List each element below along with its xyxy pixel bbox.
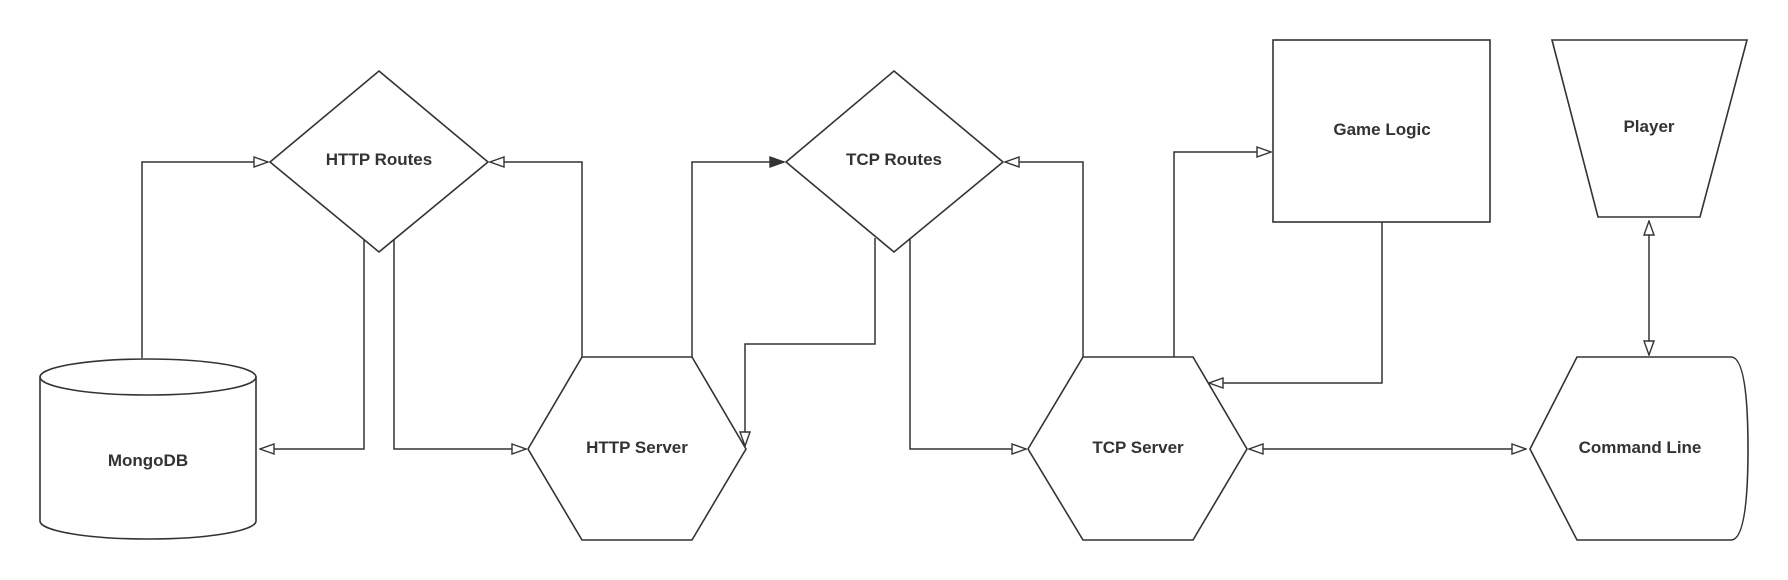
mongodb-label: MongoDB bbox=[108, 451, 188, 470]
edge-game-logic-to-tcp-server bbox=[1209, 222, 1383, 383]
tcp-server-label: TCP Server bbox=[1092, 438, 1184, 457]
game-logic-label: Game Logic bbox=[1333, 120, 1430, 139]
command-line-node: Command Line bbox=[1529, 356, 1749, 541]
edge-http-server-to-http-routes bbox=[490, 162, 583, 357]
http-routes-node: HTTP Routes bbox=[268, 69, 490, 254]
edge-mongodb-to-http-routes bbox=[141, 162, 268, 358]
edges bbox=[141, 152, 1649, 449]
tcp-server-node: TCP Server bbox=[1027, 356, 1248, 541]
edge-tcp-routes-to-tcp-server bbox=[909, 238, 1026, 449]
http-server-node: HTTP Server bbox=[527, 356, 747, 541]
command-line-label: Command Line bbox=[1579, 438, 1702, 457]
player-label: Player bbox=[1623, 117, 1674, 136]
http-routes-label: HTTP Routes bbox=[326, 150, 432, 169]
http-server-label: HTTP Server bbox=[586, 438, 688, 457]
edge-http-server-to-tcp-routes bbox=[691, 162, 784, 357]
edge-http-routes-to-mongodb bbox=[260, 240, 365, 449]
player-node: Player bbox=[1550, 39, 1749, 218]
edge-tcp-server-to-tcp-routes bbox=[1005, 162, 1084, 357]
edge-tcp-server-to-game-logic bbox=[1173, 152, 1271, 357]
edge-http-routes-to-http-server bbox=[393, 240, 526, 449]
game-logic-node: Game Logic bbox=[1272, 39, 1491, 223]
mongodb-node: MongoDB bbox=[39, 358, 257, 540]
tcp-routes-node: TCP Routes bbox=[784, 69, 1005, 254]
tcp-routes-label: TCP Routes bbox=[846, 150, 942, 169]
edge-tcp-routes-to-http-server bbox=[745, 238, 876, 446]
